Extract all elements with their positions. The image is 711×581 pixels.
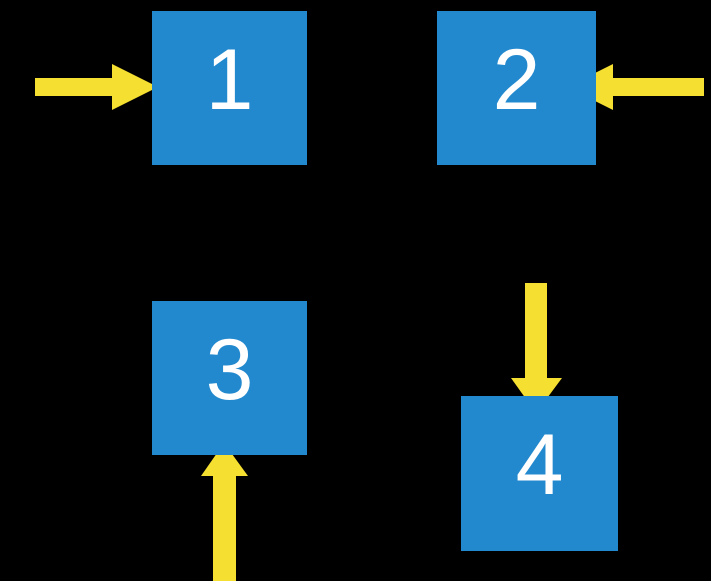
node-box-1-label: 1	[205, 32, 254, 128]
node-box-1[interactable]: 1	[152, 11, 307, 165]
node-box-3[interactable]: 3	[152, 301, 307, 455]
arrow-into-box-4-icon[interactable]	[511, 283, 562, 413]
node-box-4-label: 4	[515, 417, 564, 513]
node-box-3-label: 3	[205, 322, 254, 418]
node-box-2-label: 2	[492, 32, 541, 128]
arrow-into-box-1-icon[interactable]	[35, 64, 158, 110]
node-box-2[interactable]: 2	[437, 11, 596, 165]
arrow-into-box-2-icon[interactable]	[567, 64, 704, 110]
node-box-4[interactable]: 4	[461, 396, 618, 551]
arrow-into-box-3-icon[interactable]	[201, 443, 248, 581]
